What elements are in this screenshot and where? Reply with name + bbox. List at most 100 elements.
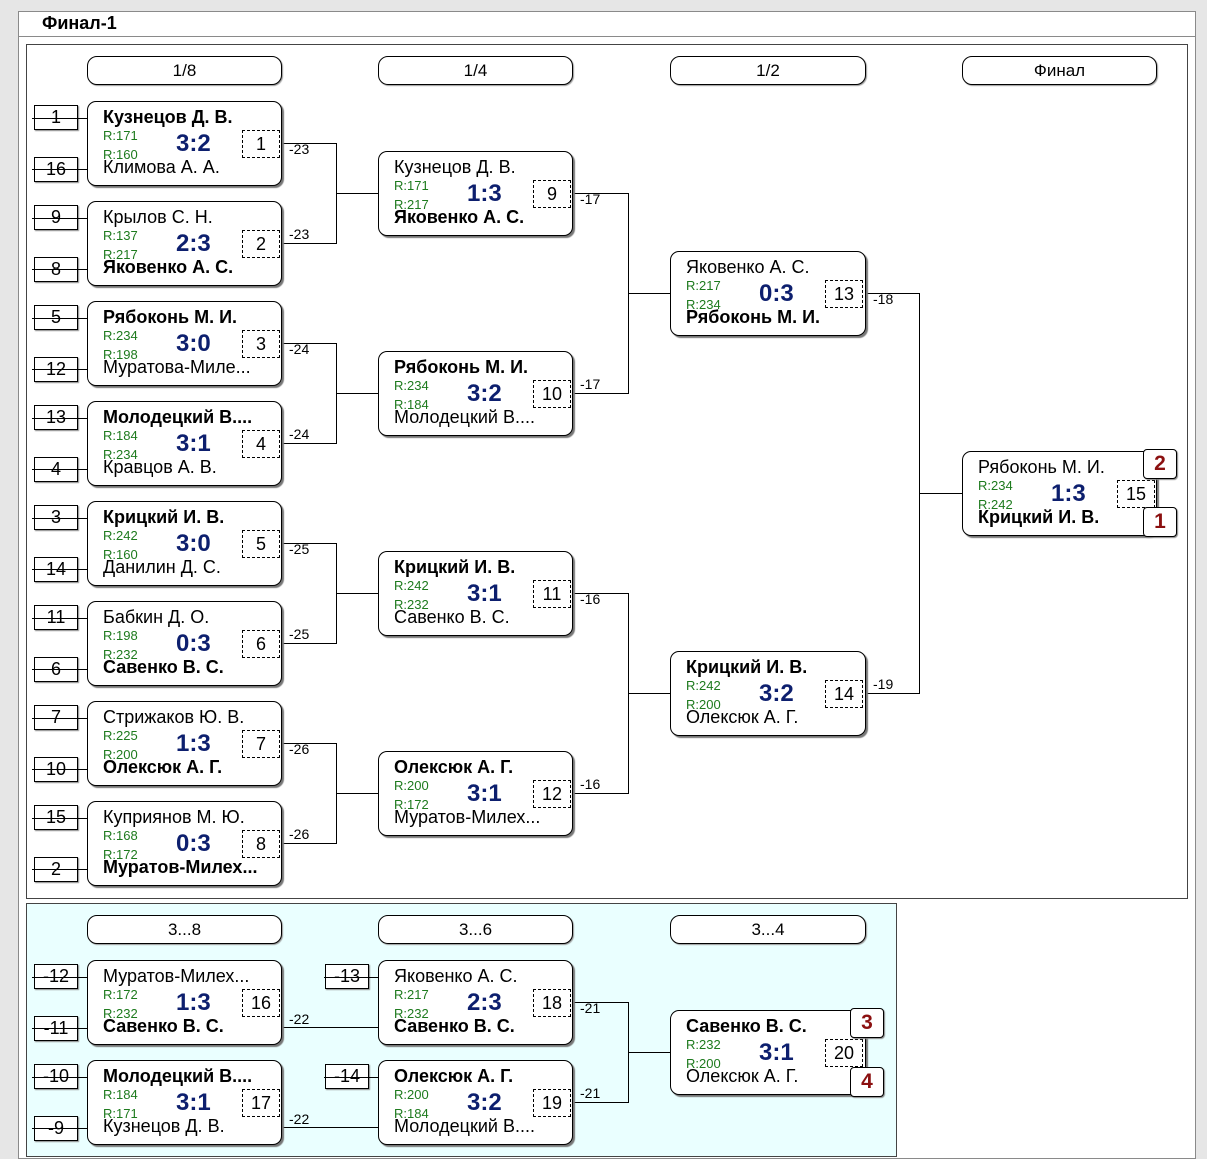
match-score: 3:2: [467, 1089, 502, 1116]
match-box[interactable]: Рябоконь М. И. R:234 R:242 1:3 15 Крицки…: [962, 451, 1157, 536]
seed-box: 13: [34, 405, 78, 430]
player-rating: R:137: [103, 228, 138, 243]
player-name: Бабкин Д. О.: [103, 607, 210, 627]
player-rating: R:234: [686, 297, 721, 312]
connector-line: [32, 1028, 87, 1029]
loser-destination-label: -23: [289, 226, 310, 242]
player-name: Яковенко А. С.: [103, 257, 234, 277]
place-badge: 4: [850, 1067, 884, 1097]
match-box[interactable]: Муратов-Милех... R:172 R:232 1:3 16 Саве…: [87, 960, 282, 1045]
player-rating: R:234: [394, 378, 429, 393]
loser-destination-label: -26: [289, 741, 310, 757]
player-name: Крицкий И. В.: [978, 507, 1100, 527]
player-name: Олексюк А. Г.: [394, 757, 514, 777]
loser-destination-label: -22: [289, 1011, 310, 1027]
match-number: 18: [533, 989, 571, 1017]
seed-box: 1: [34, 105, 78, 130]
connector-line: [573, 593, 628, 594]
player-name: Климова А. А.: [103, 157, 220, 177]
player-name: Рябоконь М. И.: [686, 307, 821, 327]
player-rating: R:234: [978, 478, 1013, 493]
loser-destination-label: -16: [580, 776, 601, 792]
connector-line: [32, 369, 87, 370]
match-box[interactable]: Бабкин Д. О. R:198 R:232 0:3 6 Савенко В…: [87, 601, 282, 686]
connector-line: [282, 443, 336, 444]
match-box[interactable]: Яковенко А. С. R:217 R:232 2:3 18 Савенк…: [378, 960, 573, 1045]
player-rating: R:225: [103, 728, 138, 743]
player-name: Кравцов А. В.: [103, 457, 217, 477]
player-rating: R:171: [103, 128, 138, 143]
match-box[interactable]: Кузнецов Д. В. R:171 R:160 3:2 1 Климова…: [87, 101, 282, 186]
match-box[interactable]: Савенко В. С. R:232 R:200 3:1 20 Олексюк…: [670, 1010, 866, 1095]
player-rating: R:200: [394, 1087, 429, 1102]
seed-box: 5: [34, 305, 78, 330]
match-box[interactable]: Стрижаков Ю. В. R:225 R:200 1:3 7 Олексю…: [87, 701, 282, 786]
match-box[interactable]: Крицкий И. В. R:242 R:232 3:1 11 Савенко…: [378, 551, 573, 636]
match-box[interactable]: Рябоконь М. И. R:234 R:198 3:0 3 Муратов…: [87, 301, 282, 386]
match-box[interactable]: Молодецкий В.... R:184 R:171 3:1 17 Кузн…: [87, 1060, 282, 1145]
loser-destination-label: -25: [289, 626, 310, 642]
match-number: 14: [825, 680, 863, 708]
player-rating: R:172: [103, 987, 138, 1002]
player-name: Муратов-Милех...: [103, 966, 250, 986]
loser-destination-label: -19: [873, 676, 894, 692]
seed-box: 7: [34, 705, 78, 730]
player-rating: R:234: [103, 328, 138, 343]
player-name: Муратова-Миле...: [103, 357, 251, 377]
match-box[interactable]: Молодецкий В.... R:184 R:234 3:1 4 Кравц…: [87, 401, 282, 486]
player-name: Стрижаков Ю. В.: [103, 707, 245, 727]
match-score: 3:2: [176, 130, 211, 157]
player-name: Муратов-Милех...: [394, 807, 541, 827]
match-box[interactable]: Яковенко А. С. R:217 R:234 0:3 13 Рябоко…: [670, 251, 866, 336]
player-rating: R:232: [394, 597, 429, 612]
player-rating: R:232: [394, 1006, 429, 1021]
match-box[interactable]: Крицкий И. В. R:242 R:160 3:0 5 Данилин …: [87, 501, 282, 586]
connector-line: [336, 793, 378, 794]
seed-box: 15: [34, 805, 78, 830]
match-box[interactable]: Олексюк А. Г. R:200 R:184 3:2 19 Молодец…: [378, 1060, 573, 1145]
match-score: 0:3: [759, 280, 794, 307]
player-name: Олексюк А. Г.: [686, 707, 799, 727]
loser-destination-label: -24: [289, 426, 310, 442]
match-box[interactable]: Кузнецов Д. В. R:171 R:217 1:3 9 Яковенк…: [378, 151, 573, 236]
player-name: Савенко В. С.: [394, 607, 510, 627]
seed-box: -14: [325, 1064, 369, 1089]
match-box[interactable]: Рябоконь М. И. R:234 R:184 3:2 10 Молоде…: [378, 351, 573, 436]
player-name: Муратов-Милех...: [103, 857, 258, 877]
player-name: Куприянов М. Ю.: [103, 807, 245, 827]
match-number: 6: [242, 630, 280, 658]
player-rating: R:160: [103, 147, 138, 162]
match-number: 16: [242, 989, 280, 1017]
match-number: 2: [242, 230, 280, 258]
match-number: 17: [242, 1089, 280, 1117]
connector-line: [32, 569, 87, 570]
round-header-final: Финал: [962, 56, 1157, 85]
match-score: 3:1: [467, 580, 502, 607]
loser-destination-label: -24: [289, 341, 310, 357]
player-name: Крицкий И. В.: [686, 657, 808, 677]
connector-line: [336, 593, 378, 594]
connector-line: [32, 169, 87, 170]
match-box[interactable]: Олексюк А. Г. R:200 R:172 3:1 12 Муратов…: [378, 751, 573, 836]
connector-line: [324, 1077, 378, 1078]
player-rating: R:242: [686, 678, 721, 693]
match-box[interactable]: Куприянов М. Ю. R:168 R:172 0:3 8 Мурато…: [87, 801, 282, 886]
player-rating: R:217: [394, 987, 429, 1002]
player-name: Савенко В. С.: [686, 1016, 807, 1036]
player-name: Кузнецов Д. В.: [394, 157, 516, 177]
player-name: Крылов С. Н.: [103, 207, 213, 227]
match-score: 1:3: [176, 989, 211, 1016]
match-box[interactable]: Крицкий И. В. R:242 R:200 3:2 14 Олексюк…: [670, 651, 866, 736]
connector-line: [282, 243, 336, 244]
player-name: Кузнецов Д. В.: [103, 107, 233, 127]
player-rating: R:242: [103, 528, 138, 543]
connector-line: [573, 393, 628, 394]
match-number: 12: [533, 780, 571, 808]
connector-line: [628, 293, 670, 294]
connector-line: [32, 418, 87, 419]
match-box[interactable]: Крылов С. Н. R:137 R:217 2:3 2 Яковенко …: [87, 201, 282, 286]
match-score: 2:3: [176, 230, 211, 257]
player-rating: R:217: [103, 247, 138, 262]
connector-line: [32, 869, 87, 870]
player-rating: R:184: [394, 397, 429, 412]
